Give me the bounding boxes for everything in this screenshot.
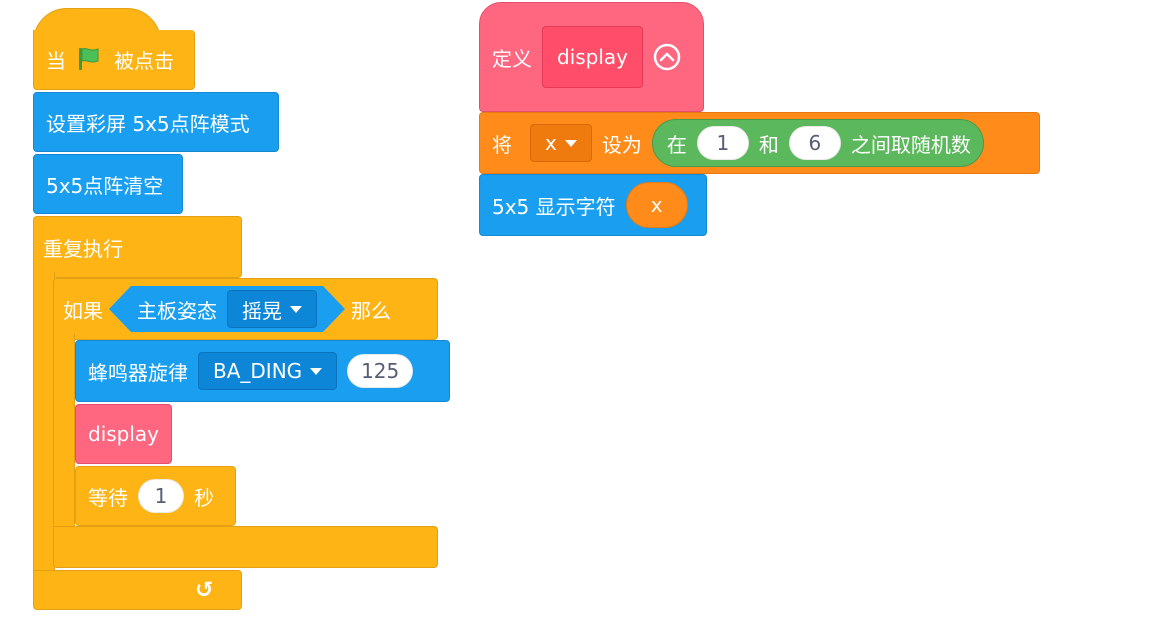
loop-arrow-icon: ↺ bbox=[195, 577, 214, 603]
hat-prefix: 当 bbox=[46, 49, 66, 73]
call-display-label: display bbox=[88, 422, 160, 446]
variable-x-reporter[interactable]: x bbox=[625, 182, 688, 228]
hat-suffix: 被点击 bbox=[114, 49, 174, 73]
matrix-clear-block[interactable]: 5x5点阵清空 bbox=[33, 154, 183, 214]
forever-loop-row: ↺ bbox=[195, 574, 213, 606]
buzzer-label: 蜂鸣器旋律 bbox=[88, 360, 188, 385]
define-display-block[interactable]: 定义 display bbox=[479, 2, 704, 112]
set-color-screen-mode-block[interactable]: 设置彩屏 5x5点阵模式 bbox=[33, 92, 279, 152]
dropdown-arrow-icon bbox=[290, 306, 302, 313]
dropdown-arrow-icon bbox=[564, 139, 577, 147]
call-display-block[interactable]: display bbox=[75, 404, 172, 464]
random-range-reporter[interactable]: 在 1 和 6 之间取随机数 bbox=[651, 119, 984, 167]
wait-block[interactable]: 等待 1 秒 bbox=[75, 466, 236, 526]
buzzer-melody-block[interactable]: 蜂鸣器旋律 BA_DING 125 bbox=[75, 340, 450, 402]
then-label: 那么 bbox=[351, 298, 391, 323]
forever-label: 重复执行 bbox=[43, 236, 123, 261]
if-block-bottom[interactable] bbox=[53, 526, 438, 568]
set-variable-block[interactable]: 将 x 设为 在 1 和 6 之间取随机数 bbox=[479, 112, 1040, 174]
define-prototype[interactable]: display bbox=[542, 26, 644, 88]
when-flag-clicked-block[interactable]: 当 被点击 bbox=[33, 30, 195, 90]
melody-dropdown-value: BA_DING bbox=[213, 359, 303, 383]
variable-dropdown[interactable]: x bbox=[530, 124, 592, 162]
set-to-label: 设为 bbox=[601, 132, 642, 157]
random-and-label: 和 bbox=[758, 132, 779, 157]
board-posture-condition[interactable]: 主板姿态 摇晃 bbox=[109, 286, 345, 332]
random-suffix: 之间取随机数 bbox=[850, 132, 971, 157]
forever-block-arm bbox=[33, 272, 55, 576]
if-block-row: 如果 主板姿态 摇晃 那么 bbox=[53, 278, 391, 340]
set-label: 将 bbox=[492, 132, 512, 157]
posture-dropdown[interactable]: 摇晃 bbox=[227, 290, 317, 328]
clear-label: 5x5点阵清空 bbox=[46, 173, 164, 198]
define-label: 定义 bbox=[492, 46, 532, 71]
random-prefix: 在 bbox=[666, 132, 687, 157]
tempo-input[interactable]: 125 bbox=[347, 354, 414, 388]
forever-block-top[interactable] bbox=[33, 216, 242, 278]
set-mode-label: 设置彩屏 5x5点阵模式 bbox=[46, 111, 250, 136]
condition-label: 主板姿态 bbox=[137, 298, 217, 323]
random-to-input[interactable]: 6 bbox=[788, 126, 841, 160]
show-char-label: 5x5 显示字符 bbox=[492, 194, 616, 219]
forever-block-bottom[interactable] bbox=[33, 570, 242, 610]
variable-dropdown-value: x bbox=[545, 131, 557, 155]
forever-label-row: 重复执行 bbox=[33, 216, 123, 278]
wait-seconds-input[interactable]: 1 bbox=[138, 479, 184, 513]
wait-unit: 秒 bbox=[194, 485, 214, 510]
posture-dropdown-value: 摇晃 bbox=[242, 298, 282, 323]
dropdown-arrow-icon bbox=[310, 367, 323, 375]
melody-dropdown[interactable]: BA_DING bbox=[198, 352, 338, 390]
if-block-arm bbox=[53, 334, 75, 532]
if-label: 如果 bbox=[63, 298, 103, 323]
random-from-input[interactable]: 1 bbox=[696, 126, 749, 160]
collapse-icon[interactable] bbox=[653, 43, 681, 71]
green-flag-icon bbox=[76, 46, 104, 74]
matrix-show-char-block[interactable]: 5x5 显示字符 x bbox=[479, 174, 707, 236]
wait-label: 等待 bbox=[88, 485, 128, 510]
